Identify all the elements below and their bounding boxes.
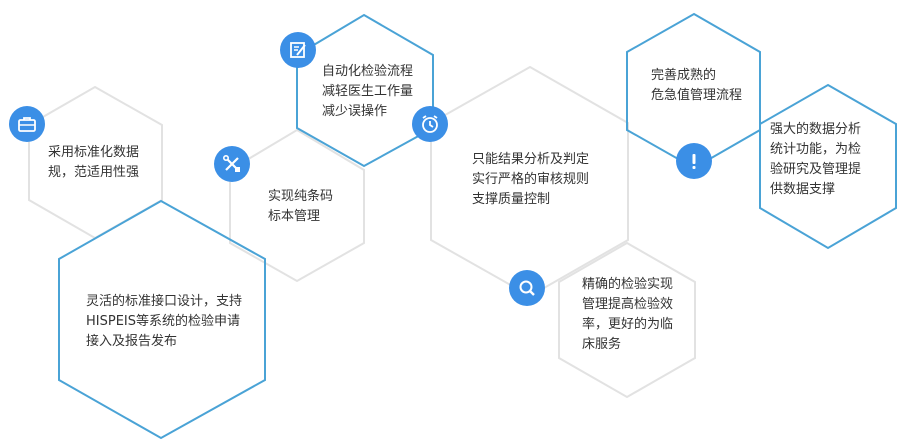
label-interface: 灵活的标准接口设计，支持 HISPEIS等系统的检验申请 接入及报告发布 <box>86 294 243 349</box>
label-critical-value: 完善成熟的 危急值管理流程 <box>651 68 743 103</box>
search-icon <box>509 270 545 306</box>
alarm-clock-icon <box>412 106 448 142</box>
hex-precision <box>558 241 696 399</box>
hex-interface <box>58 199 266 440</box>
exclamation-icon <box>676 143 712 179</box>
edit-document-icon <box>280 32 316 68</box>
tools-icon <box>214 146 250 182</box>
label-automation: 自动化检验流程 减轻医生工作量 减少误操作 <box>322 64 414 119</box>
label-result-analysis: 只能结果分析及判定 实行严格的审核规则 支撑质量控制 <box>472 152 590 207</box>
toolbox-icon <box>9 106 45 142</box>
hex-statistics <box>759 83 897 250</box>
label-statistics: 强大的数据分析 统计功能，为检 验研究及管理提 供数据支撑 <box>770 122 862 197</box>
label-precision: 精确的检验实现 管理提高检验效 率，更好的为临 床服务 <box>582 277 674 352</box>
label-standardization: 采用标准化数据 规，范适用性强 <box>48 145 140 180</box>
label-barcode: 实现纯条码 标本管理 <box>268 189 334 224</box>
